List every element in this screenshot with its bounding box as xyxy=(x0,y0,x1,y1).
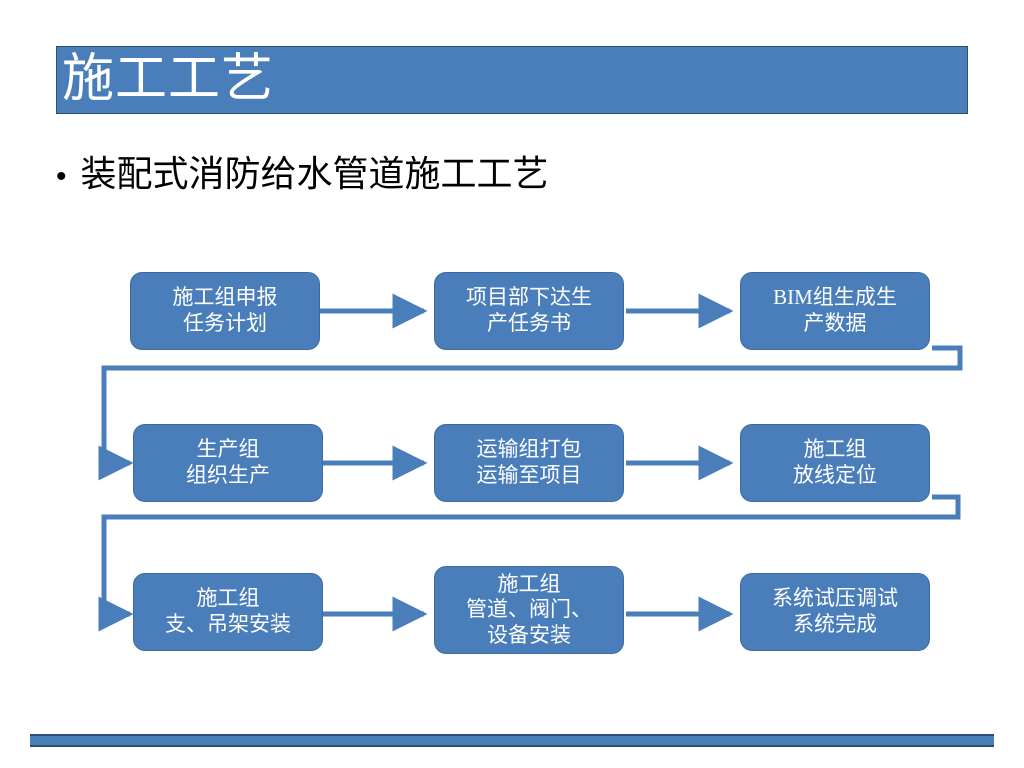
bullet-text: 装配式消防给水管道施工工艺 xyxy=(80,154,549,194)
flow-node-n4[interactable]: 生产组 组织生产 xyxy=(133,424,323,502)
footer-bar xyxy=(30,734,994,747)
bullet-marker-icon: • xyxy=(56,160,67,193)
flow-node-label: 施工组 管道、阀门、 设备安装 xyxy=(466,571,592,647)
flow-node-n2[interactable]: 项目部下达生 产任务书 xyxy=(434,272,624,350)
flow-node-label: 生产组 组织生产 xyxy=(186,437,270,487)
flow-node-n3[interactable]: BIM组生成生 产数据 xyxy=(740,272,930,350)
flow-node-label: 项目部下达生 产任务书 xyxy=(466,285,592,335)
flow-node-n9[interactable]: 系统试压调试 系统完成 xyxy=(740,573,930,651)
flow-node-label: 施工组申报 任务计划 xyxy=(172,285,278,335)
flow-node-n1[interactable]: 施工组申报 任务计划 xyxy=(130,272,320,350)
flow-node-n6[interactable]: 施工组 放线定位 xyxy=(740,424,930,502)
flow-node-label: 运输组打包 运输至项目 xyxy=(476,437,582,487)
flow-node-label: BIM组生成生 产数据 xyxy=(773,285,897,335)
flow-node-n8[interactable]: 施工组 管道、阀门、 设备安装 xyxy=(434,566,624,654)
flow-node-label: 系统试压调试 系统完成 xyxy=(772,586,898,636)
bullet-line: • 装配式消防给水管道施工工艺 xyxy=(56,145,549,197)
flow-node-label: 施工组 支、吊架安装 xyxy=(165,586,291,636)
flow-node-label: 施工组 放线定位 xyxy=(793,437,877,487)
title-bar xyxy=(56,46,968,114)
flow-node-n5[interactable]: 运输组打包 运输至项目 xyxy=(434,424,624,502)
page-title: 施工工艺 xyxy=(62,51,275,108)
flow-node-n7[interactable]: 施工组 支、吊架安装 xyxy=(133,573,323,651)
